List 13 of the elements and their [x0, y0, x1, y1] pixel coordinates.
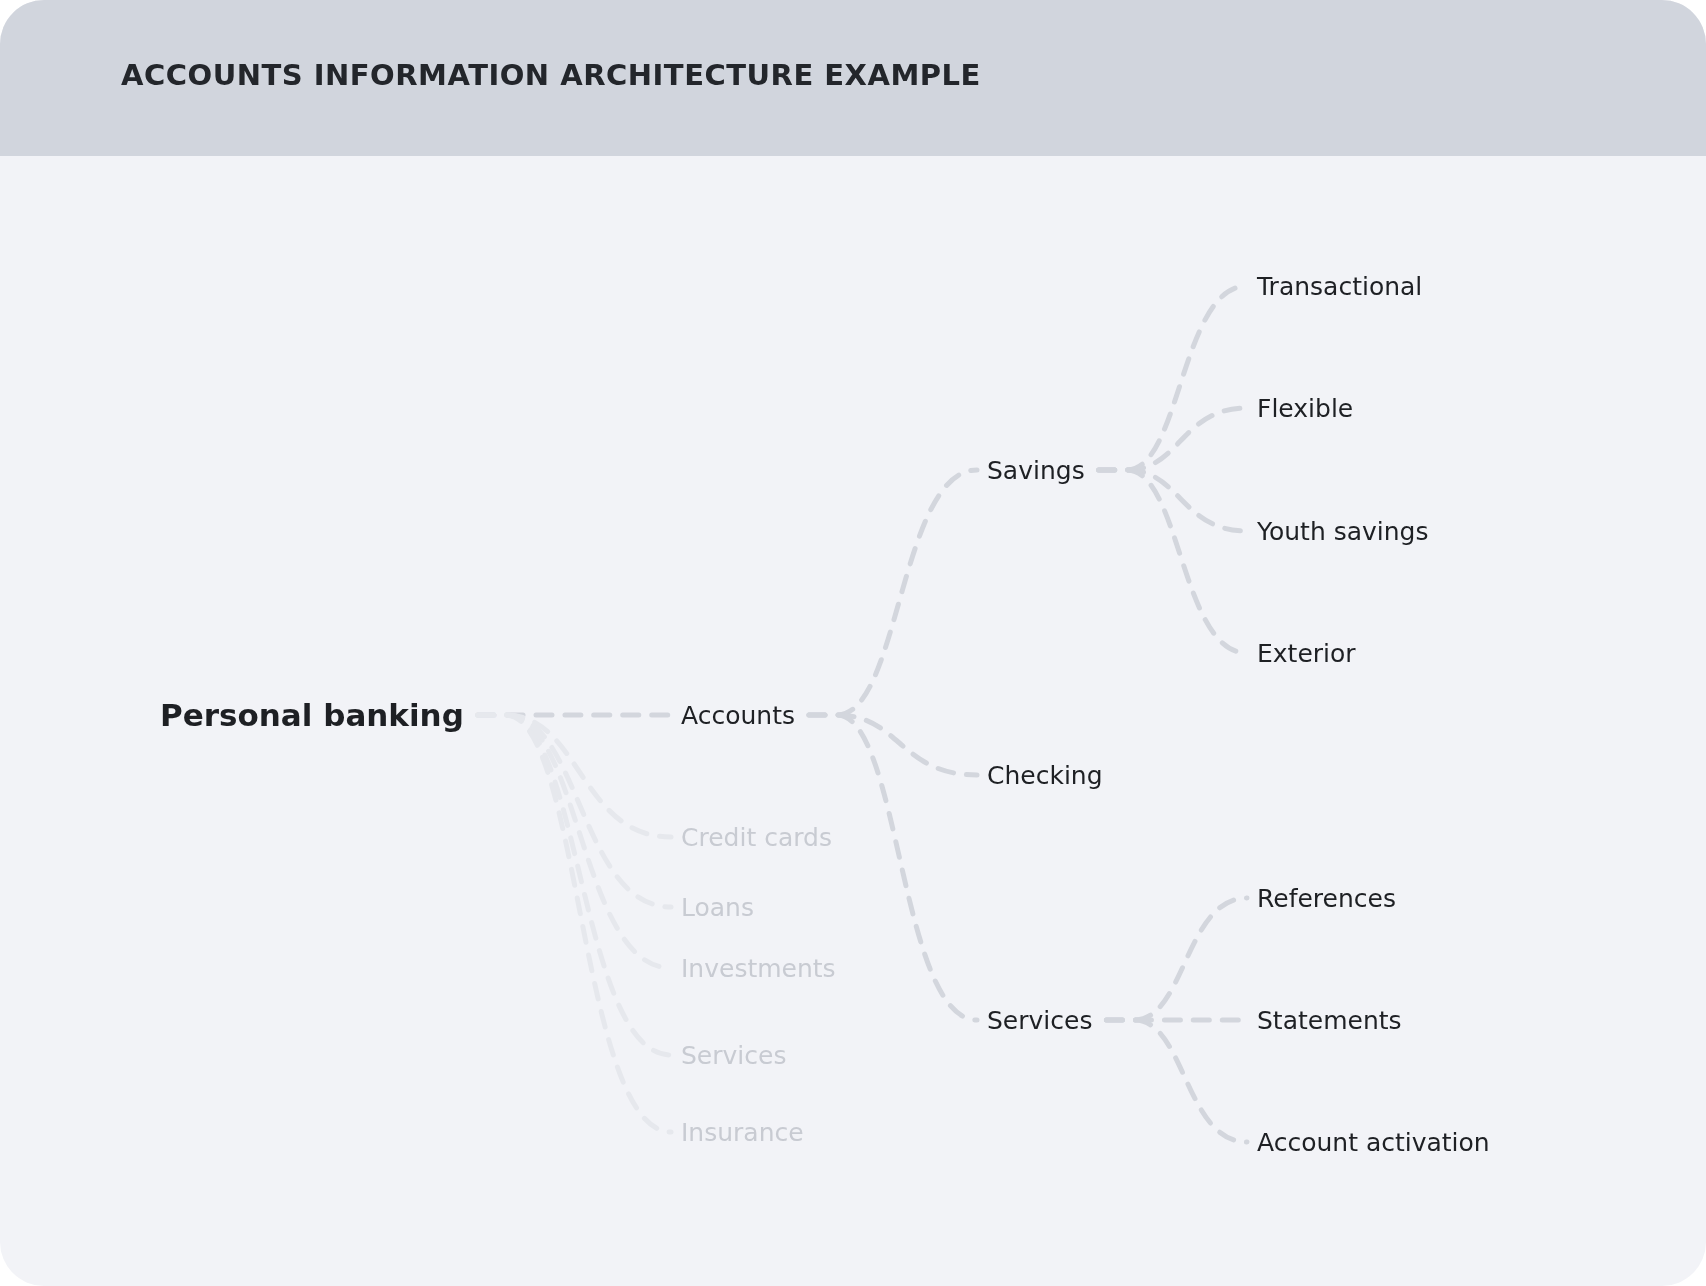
- tree-item-label: Youth savings: [1257, 516, 1429, 546]
- tree-item-label: Flexible: [1257, 393, 1354, 423]
- tree-item-label: Services: [987, 1005, 1093, 1035]
- tree-item-label: Checking: [987, 760, 1103, 790]
- diagram-title: ACCOUNTS INFORMATION ARCHITECTURE EXAMPLE: [121, 58, 981, 92]
- tree-item-label: Exterior: [1257, 638, 1356, 668]
- tree-item-label: Savings: [987, 455, 1085, 485]
- tree-item-label: Account activation: [1257, 1127, 1490, 1157]
- root-label: Personal banking: [160, 697, 464, 733]
- tree-item-label: References: [1257, 883, 1396, 913]
- tree-item-label: Accounts: [681, 700, 795, 730]
- tree-item-label: Transactional: [1257, 271, 1423, 301]
- tree-item-label: Statements: [1257, 1005, 1402, 1035]
